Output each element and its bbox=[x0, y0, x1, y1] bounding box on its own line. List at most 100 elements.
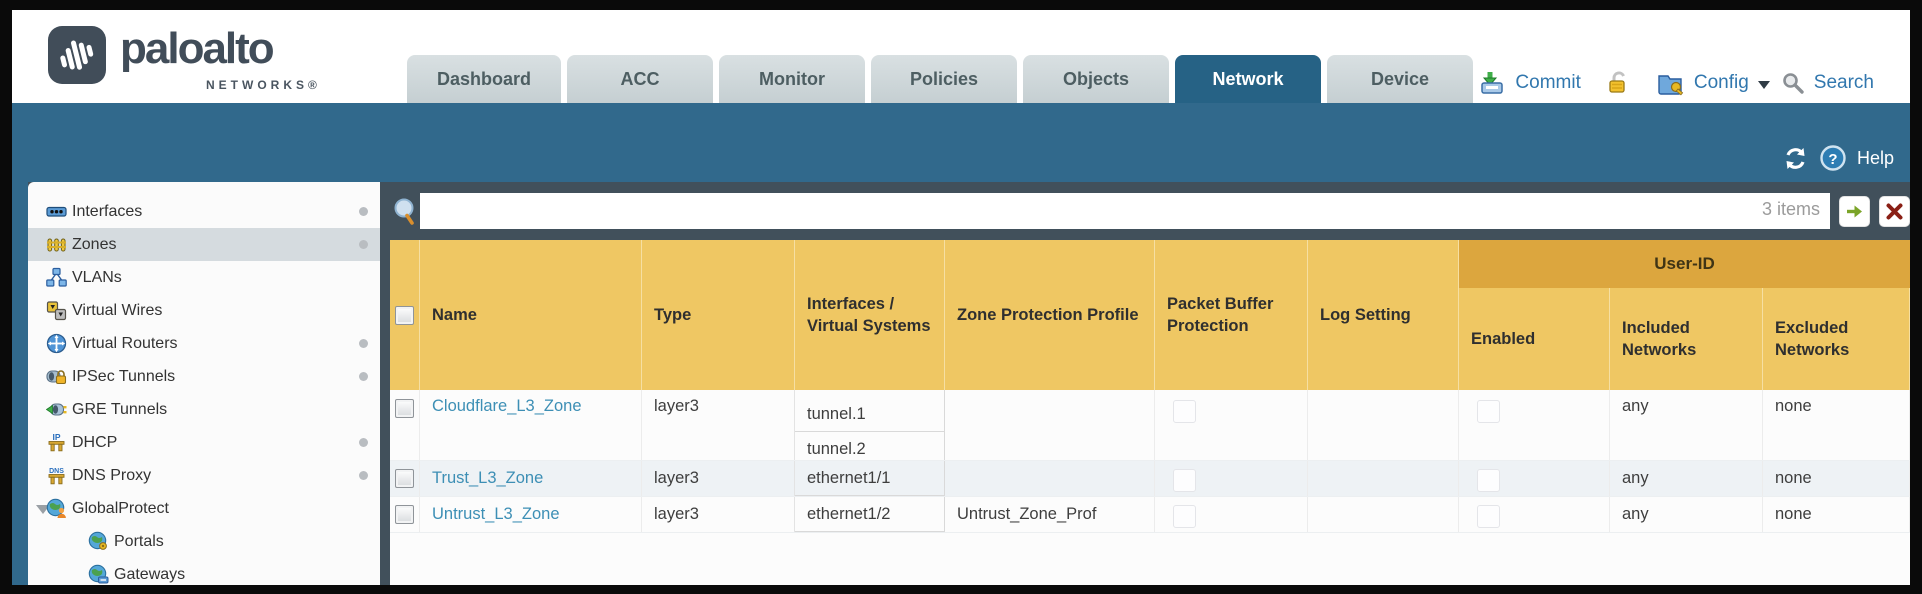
left-margin-strip bbox=[12, 182, 28, 585]
sidebar-item-gp-gateways[interactable]: Gateways bbox=[28, 558, 380, 585]
header-actions: Commit Config bbox=[1480, 60, 1874, 106]
included-networks: any bbox=[1610, 390, 1763, 460]
sidebar-item-dns-proxy[interactable]: DNS DNS Proxy bbox=[28, 459, 380, 492]
refresh-icon[interactable] bbox=[1782, 145, 1809, 172]
commit-icon bbox=[1480, 70, 1506, 96]
tab-dashboard[interactable]: Dashboard bbox=[407, 55, 562, 103]
row-checkbox[interactable] bbox=[395, 399, 414, 418]
select-all-checkbox[interactable] bbox=[395, 305, 414, 325]
tab-network[interactable]: Network bbox=[1175, 55, 1322, 103]
apply-filter-button[interactable] bbox=[1839, 195, 1870, 227]
sidebar-item-label: GlobalProtect bbox=[72, 499, 169, 517]
col-header-included-networks[interactable]: Included Networks bbox=[1610, 240, 1763, 390]
zone-type: layer3 bbox=[642, 497, 795, 532]
expander-triangle-icon[interactable] bbox=[36, 505, 50, 514]
packet-buffer-checkbox bbox=[1173, 400, 1196, 423]
zone-type: layer3 bbox=[642, 461, 795, 496]
included-networks: any bbox=[1610, 461, 1763, 496]
paloalto-logo: paloalto NETWORKS® bbox=[36, 16, 366, 100]
svg-text:IP: IP bbox=[52, 432, 60, 442]
zones-content: 3 items User-ID bbox=[390, 182, 1910, 585]
zone-protection-profile bbox=[945, 390, 1155, 460]
sidebar-item-label: VLANs bbox=[72, 268, 122, 286]
col-header-enabled[interactable]: Enabled bbox=[1459, 240, 1610, 390]
excluded-networks: none bbox=[1763, 390, 1910, 460]
dns-proxy-icon: DNS bbox=[46, 465, 67, 486]
commit-button[interactable]: Commit bbox=[1515, 72, 1581, 93]
user-id-enabled-checkbox bbox=[1477, 468, 1500, 492]
globalprotect-icon bbox=[46, 498, 67, 519]
user-id-enabled-checkbox bbox=[1477, 504, 1500, 528]
excluded-networks: none bbox=[1763, 497, 1910, 532]
ipsec-tunnels-icon bbox=[46, 366, 67, 387]
clear-filter-button[interactable] bbox=[1879, 195, 1910, 227]
col-header-interfaces[interactable]: Interfaces / Virtual Systems bbox=[795, 240, 945, 390]
sidebar-item-dhcp[interactable]: IP DHCP bbox=[28, 426, 380, 459]
log-setting bbox=[1308, 497, 1459, 532]
status-dot bbox=[359, 438, 368, 447]
virtual-wires-icon bbox=[46, 300, 67, 321]
select-all-cell bbox=[390, 240, 420, 390]
col-header-zone-protection-profile[interactable]: Zone Protection Profile bbox=[945, 240, 1155, 390]
help-icon[interactable]: ? bbox=[1819, 144, 1847, 172]
col-header-log-setting[interactable]: Log Setting bbox=[1308, 240, 1459, 390]
zone-name-link[interactable]: Cloudflare_L3_Zone bbox=[432, 397, 582, 415]
sidebar-item-gp-portals[interactable]: Portals bbox=[28, 525, 380, 558]
zone-name-link[interactable]: Trust_L3_Zone bbox=[432, 469, 544, 487]
table-row[interactable]: Cloudflare_L3_Zone layer3 tunnel.1 tunne… bbox=[390, 390, 1910, 461]
status-dot bbox=[359, 240, 368, 249]
help-label[interactable]: Help bbox=[1856, 147, 1894, 168]
search-icon bbox=[1781, 71, 1805, 95]
zone-protection-profile bbox=[945, 461, 1155, 496]
status-dot bbox=[359, 372, 368, 381]
interfaces-icon bbox=[46, 201, 67, 222]
sidebar-item-interfaces[interactable]: Interfaces bbox=[28, 195, 380, 228]
filter-input-box: 3 items bbox=[420, 193, 1830, 229]
row-checkbox[interactable] bbox=[395, 505, 414, 524]
subheader-band: ? Help bbox=[12, 103, 1910, 182]
col-header-excluded-networks[interactable]: Excluded Networks bbox=[1763, 240, 1910, 390]
tab-monitor[interactable]: Monitor bbox=[719, 55, 866, 103]
sidebar-item-vlans[interactable]: VLANs bbox=[28, 261, 380, 294]
sidebar-item-ipsec-tunnels[interactable]: IPSec Tunnels bbox=[28, 360, 380, 393]
col-header-name[interactable]: Name bbox=[420, 240, 642, 390]
sidebar-item-virtual-wires[interactable]: Virtual Wires bbox=[28, 294, 380, 327]
interface-item: tunnel.2 bbox=[795, 432, 944, 460]
row-checkbox[interactable] bbox=[395, 469, 414, 488]
sidebar-item-label: GRE Tunnels bbox=[72, 400, 168, 418]
tab-policies[interactable]: Policies bbox=[871, 55, 1018, 103]
vlans-icon bbox=[46, 267, 67, 288]
search-button[interactable]: Search bbox=[1813, 72, 1874, 93]
col-header-type[interactable]: Type bbox=[642, 240, 795, 390]
config-icon bbox=[1657, 70, 1685, 96]
table-row[interactable]: Trust_L3_Zone layer3 ethernet1/1 any non… bbox=[390, 461, 1910, 497]
filter-search-icon bbox=[392, 197, 418, 225]
brand-subtitle: NETWORKS® bbox=[206, 78, 321, 92]
user-id-enabled-checkbox bbox=[1477, 400, 1500, 423]
zone-filter-input[interactable] bbox=[420, 193, 1830, 229]
sidebar-item-label: Gateways bbox=[114, 565, 186, 583]
sidebar-item-label: Portals bbox=[114, 532, 164, 550]
tab-acc[interactable]: ACC bbox=[567, 55, 714, 103]
lock-icon bbox=[1607, 70, 1631, 96]
filter-toolbar: 3 items bbox=[390, 182, 1910, 240]
dhcp-icon: IP bbox=[46, 432, 67, 453]
gateways-icon bbox=[88, 564, 109, 585]
table-row[interactable]: Untrust_L3_Zone layer3 ethernet1/2 Untru… bbox=[390, 497, 1910, 533]
zone-interfaces: ethernet1/2 bbox=[794, 497, 945, 532]
col-header-packet-buffer-protection[interactable]: Packet Buffer Protection bbox=[1155, 240, 1308, 390]
sidebar-item-gre-tunnels[interactable]: GRE Tunnels bbox=[28, 393, 380, 426]
portals-icon bbox=[88, 531, 109, 552]
sidebar-item-globalprotect[interactable]: GlobalProtect bbox=[28, 492, 380, 525]
zone-name-link[interactable]: Untrust_L3_Zone bbox=[432, 505, 560, 523]
zone-protection-profile: Untrust_Zone_Prof bbox=[945, 497, 1155, 532]
config-menu[interactable]: Config bbox=[1693, 72, 1749, 93]
svg-text:?: ? bbox=[1828, 151, 1837, 168]
sidebar-item-zones[interactable]: Zones bbox=[28, 228, 380, 261]
interface-item: tunnel.1 bbox=[795, 397, 944, 432]
sidebar-item-virtual-routers[interactable]: Virtual Routers bbox=[28, 327, 380, 360]
tab-objects[interactable]: Objects bbox=[1023, 55, 1170, 103]
chevron-down-icon[interactable] bbox=[1757, 81, 1770, 89]
tab-device[interactable]: Device bbox=[1327, 55, 1474, 103]
